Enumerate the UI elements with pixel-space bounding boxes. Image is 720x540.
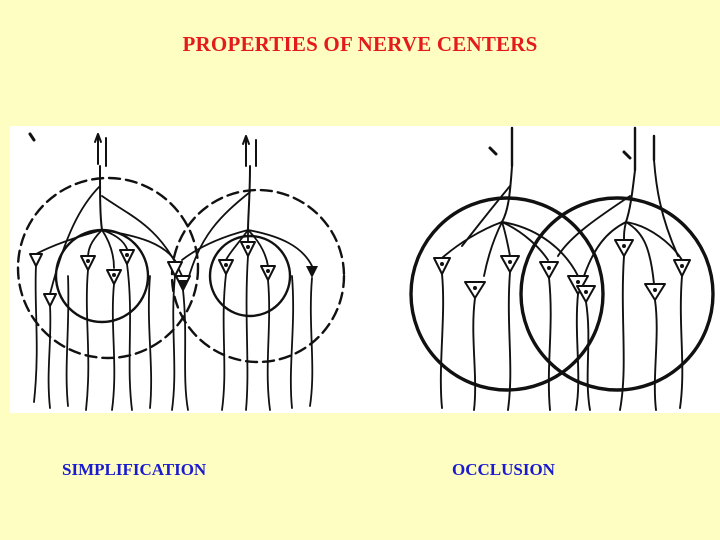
nerve-center-figure	[10, 126, 720, 413]
simplification-diagram	[18, 134, 344, 410]
occlusion-diagram	[411, 128, 713, 410]
occlusion-caption: OCCLUSION	[452, 460, 555, 480]
simplification-caption: SIMPLIFICATION	[62, 460, 206, 480]
inner-zone-left	[56, 230, 148, 322]
slide-title: PROPERTIES OF NERVE CENTERS	[0, 32, 720, 57]
occlusion-field-left	[411, 198, 603, 390]
